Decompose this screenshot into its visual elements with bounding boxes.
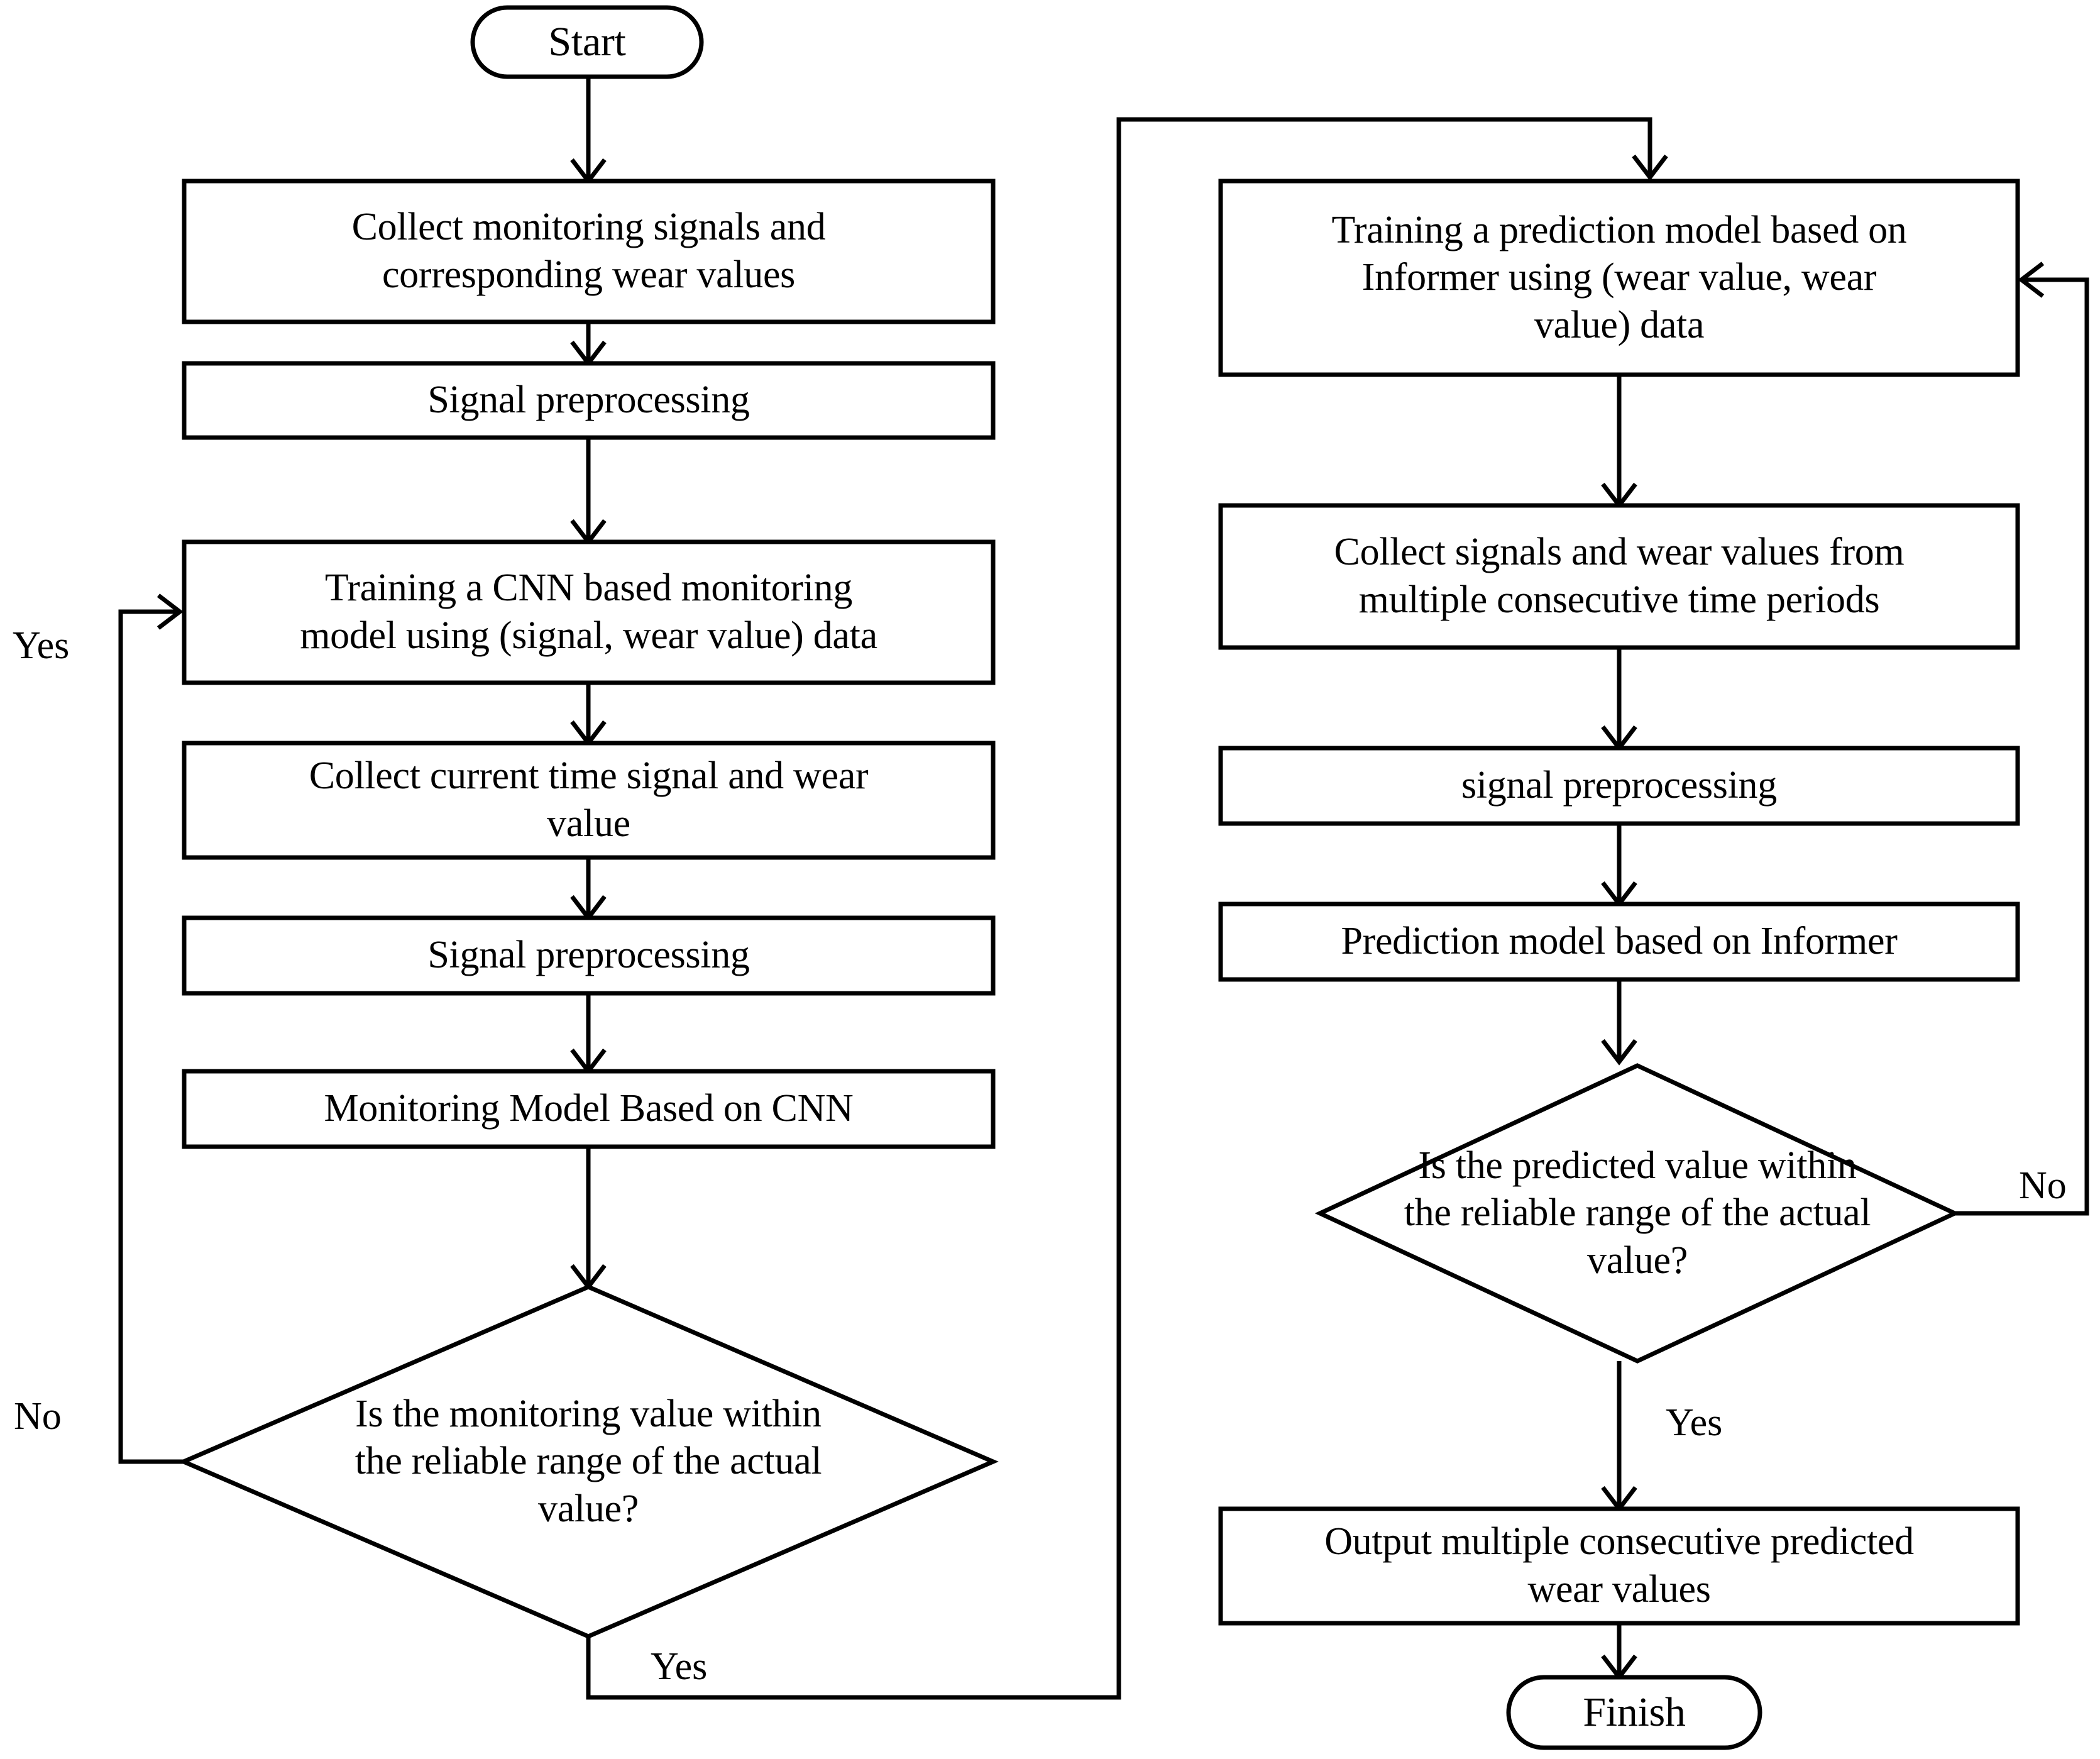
arrowhead-predmodel-to-decision2 (1601, 1039, 1637, 1066)
node-collect-monitoring (182, 179, 996, 324)
node-start (470, 5, 704, 79)
node-collect-current (182, 741, 996, 860)
node-output-predictions (1218, 1506, 2020, 1626)
node-finish (1506, 1675, 1762, 1750)
node-collect-multi (1218, 503, 2020, 650)
node-decision-prediction (1314, 1063, 1960, 1364)
nodes-layer (178, 5, 2020, 1750)
node-decision-monitoring (178, 1284, 999, 1639)
node-prediction-model-informer (1218, 902, 2020, 982)
connector-decision2-no-loop (1955, 277, 2089, 1216)
arrowhead-decision2-no-loop (2018, 262, 2045, 298)
node-signal-preprocessing-1 (182, 361, 996, 440)
connector-decision-yes-to-informer (586, 117, 1652, 1700)
node-signal-preprocessing-3 (1218, 746, 2020, 826)
node-monitoring-model-cnn (182, 1069, 996, 1149)
arrowhead-decision-no-loop (157, 593, 184, 630)
node-train-cnn (182, 539, 996, 685)
arrowhead-decision-yes-to-informer (1632, 154, 1668, 181)
connectors-layer (118, 77, 2089, 1700)
node-train-informer (1218, 179, 2020, 377)
node-signal-preprocessing-2 (182, 915, 996, 996)
connector-decision-no-loop (118, 609, 184, 1464)
